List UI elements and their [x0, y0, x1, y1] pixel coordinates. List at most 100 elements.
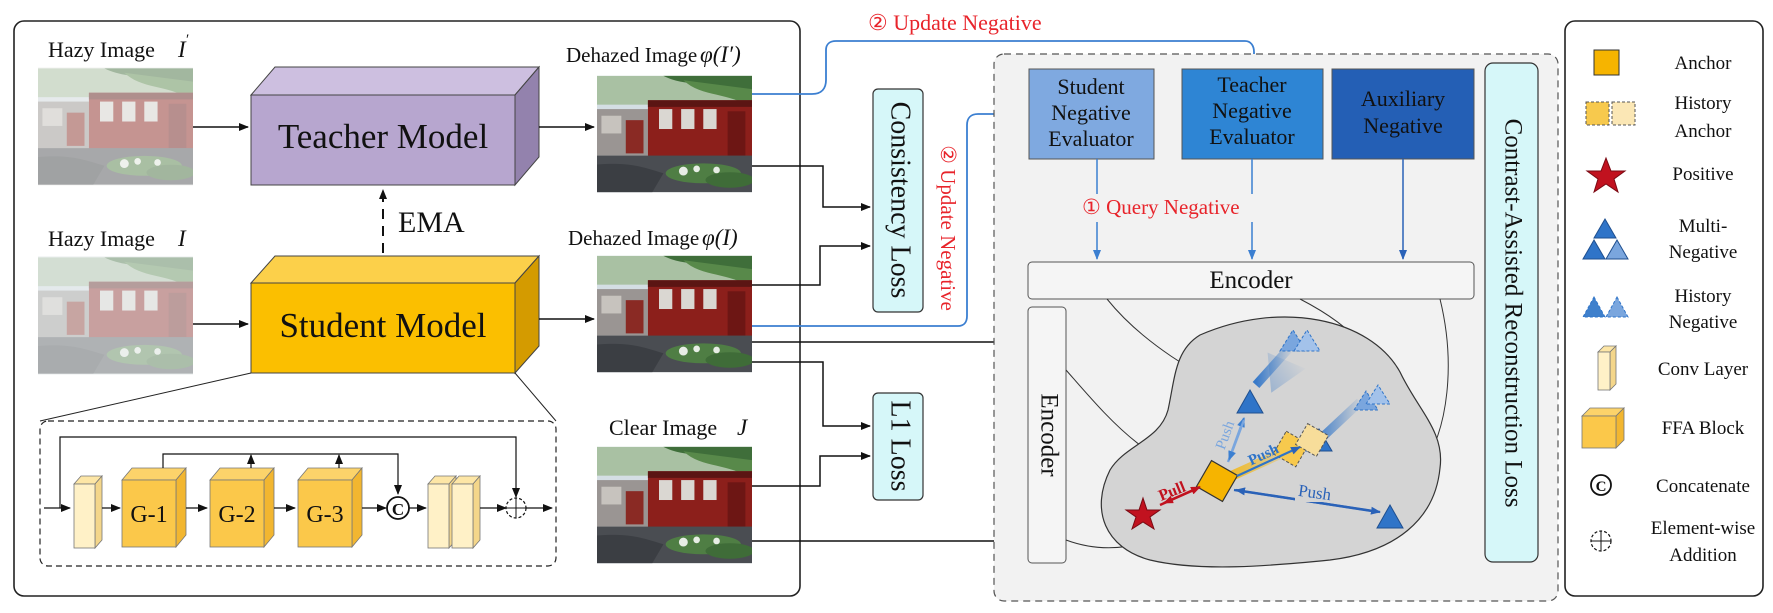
dehazed-image-symbol: φ(I): [702, 225, 738, 250]
detail-conv-layer-3: [451, 474, 481, 550]
teacher-negative-evaluator: Teacher Negative Evaluator: [1181, 68, 1324, 160]
dehazed-prime-to-consistency-arrow: [752, 165, 871, 211]
svg-text:History: History: [1675, 286, 1733, 307]
dehazed-to-consistency-arrow: [752, 242, 871, 286]
ema-label: EMA: [398, 206, 465, 239]
push-label-down: Push: [1297, 481, 1333, 504]
anchor-point: [1195, 459, 1239, 503]
svg-text:Negative: Negative: [1669, 312, 1738, 333]
hazy-image-symbol: I: [177, 226, 187, 251]
update-negative-side-label: ② Update Negative: [936, 145, 960, 311]
detail-callout-left: [39, 372, 252, 422]
svg-text:Conv Layer: Conv Layer: [1658, 359, 1749, 380]
legend-element-wise-addition: Element-wise Addition: [1590, 518, 1755, 566]
hazy-image-photo: [38, 256, 193, 375]
consistency-loss-label: Consistency Loss: [885, 102, 916, 299]
clear-image-symbol: J: [737, 415, 749, 440]
clear-image-photo: [597, 446, 752, 564]
encoder-horizontal-label: Encoder: [1209, 267, 1293, 294]
dehazed-image-prime-symbol: φ(I′): [700, 42, 741, 67]
svg-text:Multi-: Multi-: [1679, 216, 1728, 237]
detail-concat-node: C: [386, 496, 410, 520]
svg-text:Teacher: Teacher: [1217, 72, 1287, 97]
student-negative-evaluator: Student Negative Evaluator: [1028, 68, 1155, 160]
hazy-image-label: Hazy Image: [48, 226, 155, 251]
detail-callout-right: [514, 372, 557, 422]
legend-conv-layer: Conv Layer: [1597, 345, 1749, 391]
dehazed-image-photo: [597, 255, 752, 373]
hazy-image-prime-symbol: I: [177, 37, 187, 62]
hazy-image-prime-mark: ′: [186, 32, 189, 48]
update-negative-top-arrow: [752, 40, 1258, 95]
svg-text:Evaluator: Evaluator: [1048, 126, 1134, 151]
svg-text:C: C: [1596, 479, 1607, 495]
hazy-image-prime-label: Hazy Image: [48, 37, 155, 62]
legend-panel: [1564, 20, 1764, 597]
svg-text:Element-wise: Element-wise: [1651, 518, 1755, 539]
clear-to-l1-arrow: [752, 452, 871, 487]
g3-label: G-3: [306, 502, 343, 528]
update-negative-side-arrow: [752, 110, 1027, 327]
dehazed-to-l1-arrow: [752, 361, 871, 430]
detail-conv-layer-1: [73, 474, 103, 550]
l1-loss-label: L1 Loss: [885, 401, 916, 492]
legend-anchor: Anchor: [1593, 49, 1733, 76]
legend-concatenate: C Concatenate: [1590, 474, 1750, 497]
encoder-vertical: [1027, 306, 1067, 564]
legend-ffa-block: FFA Block: [1581, 407, 1745, 449]
svg-text:C: C: [392, 500, 404, 519]
svg-text:FFA Block: FFA Block: [1662, 418, 1745, 439]
dehazed-image-label: Dehazed Image: [568, 226, 699, 250]
legend-multi-negative: Multi- Negative: [1582, 216, 1738, 263]
svg-text:Anchor: Anchor: [1675, 121, 1733, 142]
contrast-reconstruction-loss-box: [1484, 62, 1539, 563]
hazy-image-prime-photo: [38, 67, 193, 186]
student-model-block: Student Model: [249, 254, 541, 375]
student-model-label: Student Model: [279, 306, 486, 345]
consistency-loss-box: [872, 88, 924, 313]
positive-star: [1124, 496, 1162, 531]
encoder-horizontal: [1027, 261, 1475, 300]
legend-history-anchor: History Anchor: [1585, 93, 1733, 142]
history-negative-2: [1293, 329, 1321, 352]
embedding-space: [1100, 316, 1442, 568]
encoder-vertical-label: Encoder: [1035, 393, 1062, 477]
l1-loss-box: [872, 392, 924, 501]
detail-g3-block: G-3: [297, 466, 363, 549]
svg-text:Evaluator: Evaluator: [1209, 124, 1295, 149]
negative-upper: [1236, 388, 1264, 414]
svg-text:Negative: Negative: [1363, 113, 1442, 138]
detail-g2-block: G-2: [209, 466, 275, 549]
teacher-model-block: Teacher Model: [249, 65, 541, 187]
update-negative-top-label: ② Update Negative: [868, 10, 1042, 35]
svg-text:Concatenate: Concatenate: [1656, 476, 1750, 497]
svg-text:Student: Student: [1057, 74, 1124, 99]
svg-text:Addition: Addition: [1669, 545, 1737, 566]
svg-text:Positive: Positive: [1672, 164, 1733, 185]
svg-text:Negative: Negative: [1212, 98, 1291, 123]
svg-text:Negative: Negative: [1051, 100, 1130, 125]
push-arrow-right: [1236, 446, 1301, 477]
clear-image-label: Clear Image: [609, 415, 717, 440]
svg-text:Negative: Negative: [1669, 242, 1738, 263]
legend-history-negative: History Negative: [1582, 286, 1738, 333]
query-negative-label: ① Query Negative: [1082, 195, 1240, 219]
svg-text:Anchor: Anchor: [1675, 53, 1733, 74]
ffa-architecture-detail: [39, 420, 557, 567]
g1-label: G-1: [130, 502, 167, 528]
legend-positive: Positive: [1585, 156, 1734, 194]
g2-label: G-2: [218, 502, 255, 528]
detail-addition-node: [505, 497, 527, 519]
auxiliary-negative-box: Auxiliary Negative: [1331, 68, 1475, 160]
contrast-reconstruction-loss-label: Contrast-Assisted Reconstruction Loss: [1499, 119, 1526, 508]
svg-text:Auxiliary: Auxiliary: [1361, 86, 1445, 111]
negative-lower: [1376, 503, 1404, 529]
dehazed-image-prime-label: Dehazed Image: [566, 43, 697, 67]
history-negative-trail-1: [1252, 341, 1296, 389]
svg-text:History: History: [1675, 93, 1733, 114]
history-anchor-2: [1294, 422, 1330, 458]
detail-g1-block: G-1: [121, 466, 187, 549]
dehazed-image-prime-photo: [597, 75, 752, 193]
teacher-model-label: Teacher Model: [278, 117, 489, 156]
